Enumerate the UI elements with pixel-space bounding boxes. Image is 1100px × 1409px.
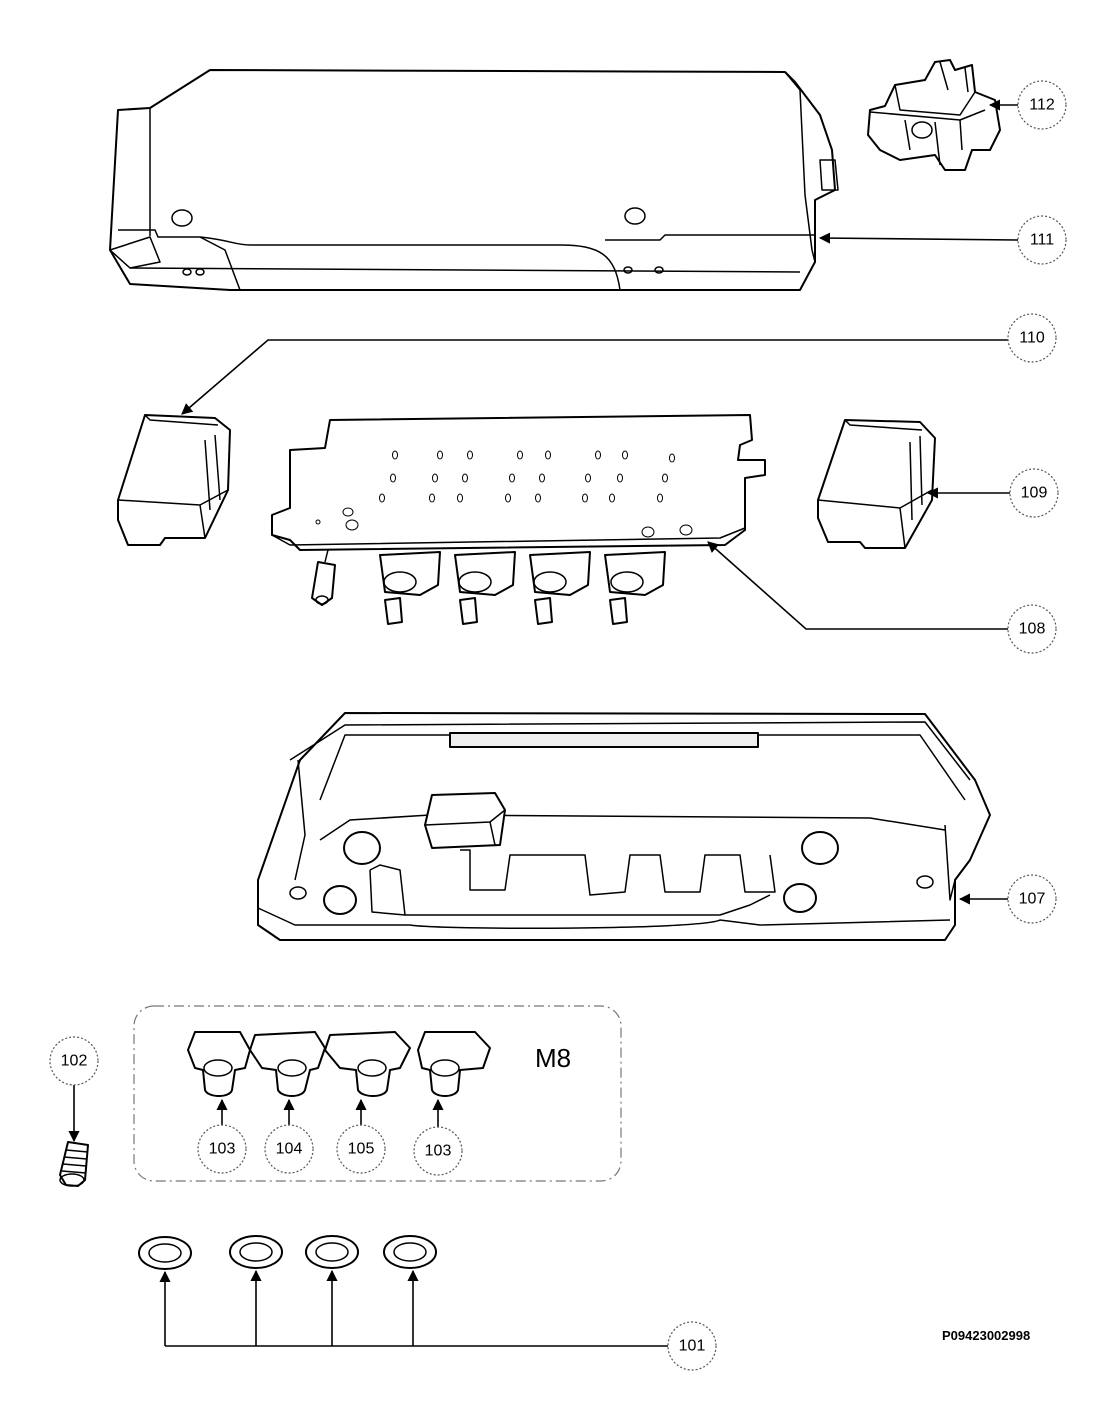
callout-110[interactable]: 110 xyxy=(1007,313,1057,363)
callout-107-label: 107 xyxy=(1019,891,1046,908)
callout-105[interactable]: 105 xyxy=(336,1124,386,1174)
screw-part xyxy=(59,1141,89,1187)
callout-103-second[interactable]: 103 xyxy=(413,1126,463,1176)
washers xyxy=(138,1235,437,1270)
callout-103-first-label: 103 xyxy=(209,1141,236,1158)
callout-102[interactable]: 102 xyxy=(49,1036,99,1086)
callout-103-second-label: 103 xyxy=(425,1143,452,1160)
drawing-number: P09423002998 xyxy=(942,1328,1030,1343)
callout-108-label: 108 xyxy=(1019,621,1046,638)
callout-112-label: 112 xyxy=(1029,97,1055,114)
knob-caps xyxy=(187,1031,491,1097)
callout-111-label: 111 xyxy=(1030,232,1054,249)
callout-108[interactable]: 108 xyxy=(1007,604,1057,654)
base-housing-part xyxy=(257,712,991,941)
callout-105-label: 105 xyxy=(348,1141,375,1158)
standoffs xyxy=(289,831,934,915)
leader-lines xyxy=(68,99,1019,1347)
callout-104[interactable]: 104 xyxy=(264,1124,314,1174)
callout-104-label: 104 xyxy=(276,1141,303,1158)
callout-101[interactable]: 101 xyxy=(667,1321,717,1371)
connector-block xyxy=(424,792,506,849)
right-block-part xyxy=(817,419,936,549)
callout-103-first[interactable]: 103 xyxy=(197,1124,247,1174)
top-cover-part xyxy=(109,69,839,291)
clip-part xyxy=(867,59,1001,171)
variant-group-box xyxy=(133,1005,622,1182)
callout-111[interactable]: 111 xyxy=(1017,215,1067,265)
callout-109[interactable]: 109 xyxy=(1009,468,1059,518)
rotary-switches xyxy=(379,551,666,625)
callout-101-label: 101 xyxy=(679,1338,706,1355)
circuit-board-part xyxy=(271,414,766,625)
callout-109-label: 109 xyxy=(1021,485,1048,502)
callout-112[interactable]: 112 xyxy=(1017,80,1067,130)
callout-107[interactable]: 107 xyxy=(1007,874,1057,924)
comb-rail xyxy=(369,849,776,916)
callout-102-label: 102 xyxy=(61,1053,88,1070)
callout-110-label: 110 xyxy=(1019,330,1045,347)
board-holes xyxy=(315,450,693,538)
led-component xyxy=(311,549,336,606)
variant-label: M8 xyxy=(535,1043,571,1073)
left-block-part xyxy=(117,414,231,546)
